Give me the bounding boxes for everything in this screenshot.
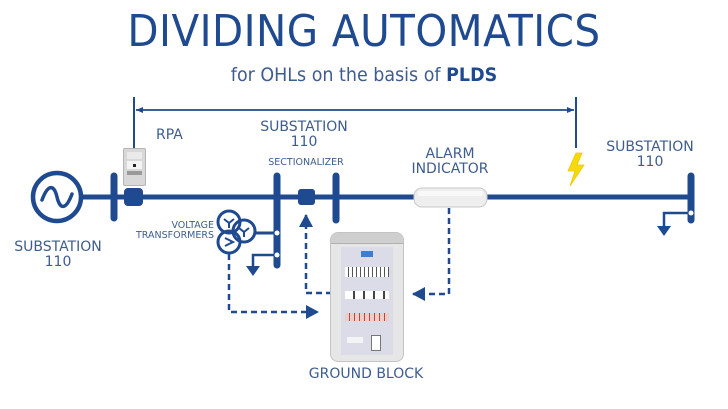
- alarm-indicator-line2: INDICATOR: [411, 161, 489, 178]
- alarm-indicator-device: [413, 187, 488, 208]
- substation-right-label: SUBSTATION 110: [600, 139, 700, 171]
- protection-zone-dimension: [133, 97, 577, 148]
- ground-arrow-right: [657, 210, 694, 236]
- voltage-transformers-line2: TRANSFORMERS: [135, 230, 214, 242]
- voltage-transformers-line1: VOLTAGE: [171, 220, 214, 231]
- voltage-transformers-label: VOLTAGE TRANSFORMERS: [124, 220, 214, 242]
- alarm-indicator-label: ALARM INDICATOR: [402, 146, 498, 178]
- subtitle-prefix: for OHLs on the basis of: [230, 64, 441, 86]
- substation-right-line1: SUBSTATION: [606, 139, 694, 155]
- ground-block-cabinet: [330, 232, 404, 362]
- fault-lightning-icon: [567, 152, 585, 187]
- ground-block-label: GROUND BLOCK: [308, 366, 424, 382]
- signal-lines: [227, 208, 451, 319]
- voltage-transformers-icon: [216, 209, 280, 255]
- generator-icon: [30, 170, 84, 224]
- alarm-indicator-line1: ALARM: [425, 146, 475, 162]
- subtitle-emphasis: PLDS: [446, 64, 498, 86]
- substation-left-line1: SUBSTATION: [14, 239, 102, 255]
- diagram-subtitle: for OHLs on the basis of PLDS: [29, 64, 699, 86]
- rpa-relay-device: [123, 148, 146, 186]
- diagram-title: DIVIDING AUTOMATICS: [127, 6, 601, 57]
- substation-middle-line2: 110: [290, 134, 318, 151]
- substation-middle-label: SUBSTATION 110: [254, 119, 354, 151]
- substation-right-line2: 110: [636, 154, 664, 171]
- ground-arrow-middle: [246, 252, 280, 276]
- circuit-breaker-rpa: [124, 188, 143, 206]
- substation-middle-line1: SUBSTATION: [260, 119, 348, 135]
- substation-left-label: SUBSTATION 110: [8, 239, 108, 271]
- sectionalizer-label: SECTIONALIZER: [268, 157, 344, 168]
- rpa-label: RPA: [156, 127, 183, 143]
- substation-left-line2: 110: [44, 254, 72, 271]
- sectionalizer-breaker: [298, 189, 315, 205]
